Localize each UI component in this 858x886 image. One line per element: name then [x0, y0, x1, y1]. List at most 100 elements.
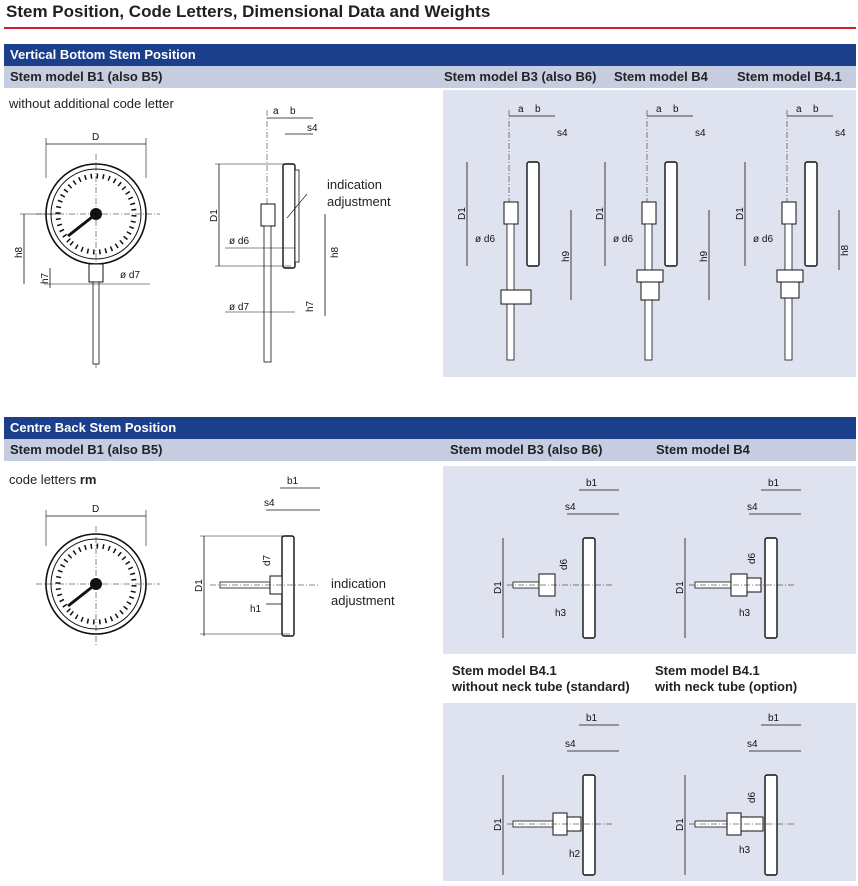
b3-dim-s4: s4	[557, 128, 568, 139]
section1-left-model-label: Stem model B1 (also B5)	[10, 69, 163, 84]
b41s-dim-h2: h2	[569, 849, 581, 860]
section1-indication-label: indication adjustment	[327, 176, 391, 210]
section2-note-code: rm	[79, 472, 97, 487]
dim-d7-left: ø d7	[120, 270, 140, 281]
b4-dim-b: b	[673, 104, 679, 115]
section2-right-panel-top: b1 s4 D1 d6 h3 b1 s4 D1 d6 h3	[443, 466, 856, 654]
b4b-dim-b1: b1	[768, 478, 780, 489]
b41o-dim-b1: b1	[768, 713, 780, 724]
model-b41-option-sub: with neck tube (option)	[655, 679, 798, 694]
variant-b4-back-drawing: b1 s4 D1 d6 h3	[675, 478, 801, 639]
variant-b3-drawing: a b s4 D1 ø d6 h9	[457, 104, 572, 361]
gauge-side-back-drawing: b1 s4 D1 d7 h1	[194, 476, 320, 637]
b4b-dim-d6: d6	[747, 552, 758, 564]
b3-dim-b: b	[535, 104, 541, 115]
variant-b4-drawing: a b s4 D1 ø d6 h9	[595, 104, 710, 361]
section2-model-b3-label: Stem model B3 (also B6)	[450, 442, 603, 457]
dim-D-back: D	[92, 504, 99, 515]
adjustment-text-back: adjustment	[331, 593, 395, 608]
page-title: Stem Position, Code Letters, Dimensional…	[6, 2, 491, 21]
section2-subheader	[4, 439, 856, 461]
section1-subheader	[4, 66, 856, 88]
indication-text-back: indication	[331, 576, 386, 591]
dim-b: b	[290, 106, 296, 117]
b41o-dim-D1: D1	[675, 818, 686, 831]
section2-indication-label: indication adjustment	[331, 575, 395, 609]
b41-dim-a: a	[796, 104, 802, 115]
gauge-front-back-drawing: D	[36, 504, 160, 646]
gauge-side-vertical-drawing: a b s4 D1 ø d6 h8 h7 ø d7	[209, 106, 341, 363]
section1-variant-drawings: a b s4 D1 ø d6 h9 a b s4	[457, 104, 851, 361]
b4b-dim-h3: h3	[739, 608, 751, 619]
b3-dim-d6: ø d6	[475, 234, 495, 245]
b4-dim-s4: s4	[695, 128, 706, 139]
b3b-dim-d6: d6	[559, 558, 570, 570]
dim-s4: s4	[307, 123, 318, 134]
b41-dim-D1: D1	[735, 207, 746, 220]
section2-right-panel-bottom: b1 s4 D1 h2 b1 s4 D1 d6 h3	[443, 703, 856, 881]
section2-note-prefix: code letters	[9, 472, 80, 487]
b4b-dim-D1: D1	[675, 581, 686, 594]
b41o-dim-s4: s4	[747, 739, 758, 750]
variant-b41-standard-drawing: b1 s4 D1 h2	[493, 713, 619, 876]
dim-d7-back: d7	[262, 554, 273, 566]
section2-left-model-label: Stem model B1 (also B5)	[10, 442, 163, 457]
b41-dim-h8: h8	[840, 244, 851, 256]
indication-text: indication	[327, 177, 382, 192]
variant-b41-option-drawing: b1 s4 D1 d6 h3	[675, 713, 801, 876]
b4-dim-D1: D1	[595, 207, 606, 220]
b41-dim-s4: s4	[835, 128, 846, 139]
section1-right-panel: a b s4 D1 ø d6 h9 a b s4	[443, 90, 856, 377]
b3b-dim-b1: b1	[586, 478, 598, 489]
title-rule	[4, 27, 856, 29]
variant-b41-drawing: a b s4 D1 ø d6 h8	[735, 104, 851, 361]
model-b41-standard-sub: without neck tube (standard)	[452, 679, 630, 694]
b4-dim-a: a	[656, 104, 662, 115]
section2-bottom-variant-drawings: b1 s4 D1 h2 b1 s4 D1 d6 h3	[493, 713, 801, 876]
dim-D1: D1	[209, 209, 220, 222]
dim-s4-back: s4	[264, 498, 275, 509]
model-b41-option-title: Stem model B4.1	[655, 663, 760, 678]
variant-b3-back-drawing: b1 s4 D1 d6 h3	[493, 478, 619, 639]
b3b-dim-h3: h3	[555, 608, 567, 619]
section2-note: code letters rm	[9, 472, 96, 487]
dim-a: a	[273, 106, 279, 117]
section1-note: without additional code letter	[9, 96, 174, 111]
section1-model-b3-label: Stem model B3 (also B6)	[444, 69, 597, 84]
gauge-front-vertical-drawing: D h8 h7 ø d7	[14, 132, 160, 368]
dim-h8-left: h8	[14, 246, 25, 258]
section-header-vertical-bottom: Vertical Bottom Stem Position	[4, 44, 856, 66]
section1-model-b4-label: Stem model B4	[614, 69, 708, 84]
section1-model-b41-label: Stem model B4.1	[737, 69, 842, 84]
b4b-dim-s4: s4	[747, 502, 758, 513]
b41s-dim-D1: D1	[493, 818, 504, 831]
b3-dim-a: a	[518, 104, 524, 115]
section2-model-b4-label: Stem model B4	[656, 442, 750, 457]
model-b41-standard-title: Stem model B4.1	[452, 663, 557, 678]
b3b-dim-D1: D1	[493, 581, 504, 594]
dim-D1-back: D1	[194, 579, 205, 592]
section2-top-variant-drawings: b1 s4 D1 d6 h3 b1 s4 D1 d6 h3	[493, 478, 801, 639]
b4-dim-d6: ø d6	[613, 234, 633, 245]
model-b41-option-label: Stem model B4.1 with neck tube (option)	[655, 663, 797, 695]
dim-h7-right: h7	[305, 300, 316, 312]
section-header-centre-back: Centre Back Stem Position	[4, 417, 856, 439]
dim-h8-right: h8	[330, 246, 341, 258]
b41o-dim-h3: h3	[739, 845, 751, 856]
dim-h7-left: h7	[40, 272, 51, 284]
b41-dim-d6: ø d6	[753, 234, 773, 245]
adjustment-text: adjustment	[327, 194, 391, 209]
b41s-dim-s4: s4	[565, 739, 576, 750]
model-b41-standard-label: Stem model B4.1 without neck tube (stand…	[452, 663, 630, 695]
b3-dim-h9: h9	[561, 250, 572, 262]
dim-h1: h1	[250, 604, 262, 615]
b41-dim-b: b	[813, 104, 819, 115]
dim-d6: ø d6	[229, 236, 249, 247]
b3b-dim-s4: s4	[565, 502, 576, 513]
b41o-dim-d6: d6	[747, 791, 758, 803]
dim-D: D	[92, 132, 99, 143]
dim-b1: b1	[287, 476, 299, 487]
b4-dim-h9: h9	[699, 250, 710, 262]
b41s-dim-b1: b1	[586, 713, 598, 724]
b3-dim-D1: D1	[457, 207, 468, 220]
